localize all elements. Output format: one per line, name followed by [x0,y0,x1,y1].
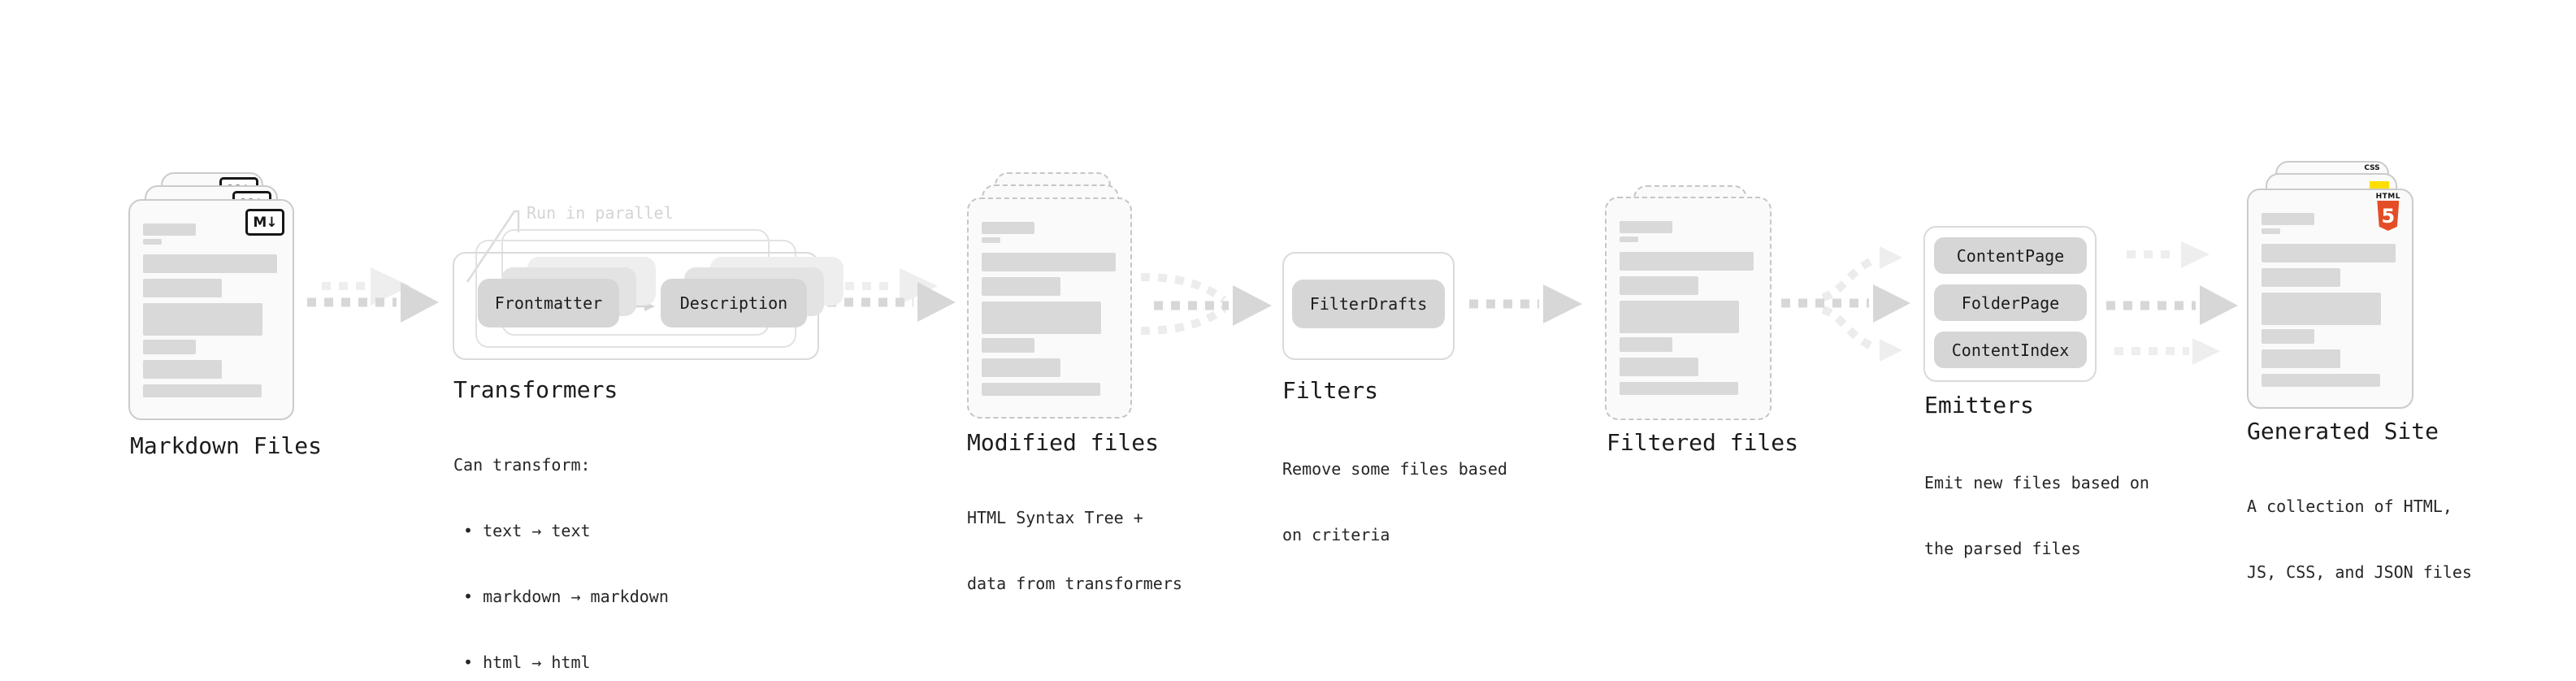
text-line-bar [2262,244,2396,262]
text-line-bar [982,237,1000,243]
arrow-filtered-to-emitters [1781,246,1910,362]
subtitle-line: HTML Syntax Tree + [967,508,1143,527]
text-line-bar [1620,382,1738,395]
arrow-markdown-to-transformers [307,267,439,323]
text-line-bar [143,279,222,297]
generated-file-card-html: HTML 5 [2247,189,2413,409]
text-line-bar [143,360,222,379]
text-line-bar [982,358,1060,377]
subtitle-line: • text → text [463,521,591,540]
document-text-lines [2262,213,2396,387]
run-in-parallel-note: Run in parallel [527,203,674,223]
text-line-bar [982,338,1034,353]
css-icon-label: CSS [2364,164,2380,172]
contentindex-pill: ContentIndex [1934,332,2087,368]
text-line-bar [143,303,262,336]
filters-title: Filters [1282,377,1379,404]
html5-icon: HTML 5 [2376,193,2400,231]
text-line-bar [2262,374,2380,387]
html5-icon-number: 5 [2381,204,2396,228]
text-line-bar [982,277,1060,296]
filters-container [1282,252,1455,360]
subtitle-line: Emit new files based on [1924,473,2149,492]
subtitle-line: Remove some files based [1282,459,1507,479]
generated-site-subtitle: A collection of HTML, JS, CSS, and JSON … [2247,452,2472,627]
document-text-lines [1620,221,1754,395]
transformers-subtitle: Can transform: • text → text • markdown … [453,410,669,681]
html5-icon-label: HTML [2375,193,2400,201]
text-line-bar [2262,329,2314,344]
subtitle-line: the parsed files [1924,539,2081,558]
modified-files-subtitle: HTML Syntax Tree + data from transformer… [967,463,1182,639]
text-line-bar [982,301,1101,334]
text-line-bar [2262,293,2381,325]
text-line-bar [1620,221,1672,233]
text-line-bar [143,223,196,236]
text-line-bar [143,340,196,354]
arrow-modified-to-filters [1140,273,1272,335]
generated-site-title: Generated Site [2247,418,2439,445]
subtitle-line: • markdown → markdown [463,587,669,606]
markdown-files-title: Markdown Files [130,432,323,459]
text-line-bar [2262,228,2280,234]
arrow-emitters-to-generated [2106,241,2238,365]
transformers-title: Transformers [453,376,618,403]
arrow-transformers-to-modified [827,268,956,322]
text-line-bar [2262,349,2340,368]
html5-icon-shield: 5 [2377,201,2400,231]
js-icon [2370,181,2389,190]
subtitle-line: data from transformers [967,574,1182,593]
frontmatter-pill: Frontmatter [478,279,619,327]
modified-files-title: Modified files [967,429,1160,456]
text-line-bar [982,253,1116,271]
text-line-bar [2262,268,2340,287]
text-line-bar [1620,301,1739,333]
markdown-icon: M↓ [245,209,284,236]
arrow-filters-to-filtered [1469,284,1582,323]
text-line-bar [982,383,1100,396]
text-line-bar [1620,337,1672,352]
filters-subtitle: Remove some files based on criteria [1282,414,1507,590]
text-line-bar [1620,358,1698,376]
text-line-bar [143,239,162,245]
text-line-bar [1620,236,1638,242]
contentpage-pill: ContentPage [1934,237,2087,274]
subtitle-line: Can transform: [453,455,591,475]
filterdrafts-pill: FilterDrafts [1292,280,1445,328]
markdown-file-card-front: M↓ [128,199,294,420]
text-line-bar [1620,276,1698,295]
emitters-subtitle: Emit new files based on the parsed files [1924,428,2149,604]
text-line-bar [143,254,277,273]
text-line-bar [143,384,262,397]
modified-file-card-front [967,197,1132,419]
text-line-bar [982,222,1034,234]
filtered-files-title: Filtered files [1607,429,1799,456]
folderpage-pill: FolderPage [1934,284,2087,321]
filtered-file-card-front [1605,197,1772,420]
subtitle-line: A collection of HTML, [2247,497,2452,516]
emitters-container [1923,226,2097,382]
text-line-bar [2262,213,2314,225]
subtitle-line: on criteria [1282,525,1390,544]
document-text-lines [982,222,1116,396]
document-text-lines [143,223,277,397]
emitters-title: Emitters [1924,392,2034,419]
description-pill: Description [661,279,807,327]
subtitle-line: JS, CSS, and JSON files [2247,562,2472,582]
text-line-bar [1620,252,1754,271]
subtitle-line: • html → html [463,653,591,672]
